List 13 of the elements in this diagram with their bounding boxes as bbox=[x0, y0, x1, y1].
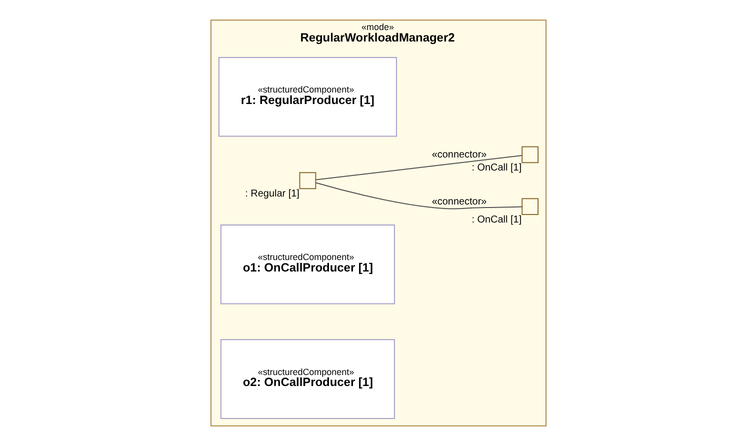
node-box: «structuredComponent» o2: OnCallProducer [1] bbox=[220, 339, 394, 419]
node-label: : Regular [1] bbox=[244, 188, 299, 200]
node-box bbox=[521, 198, 538, 216]
node-label: : OnCall [1] bbox=[471, 214, 522, 226]
edge-label: «connector» bbox=[431, 196, 486, 208]
connector bbox=[315, 155, 522, 180]
edge-label: «connector» bbox=[431, 150, 486, 161]
node-box: «structuredComponent» r1: RegularProducer [1] bbox=[218, 56, 396, 137]
node-box: «structuredComponent» o1: OnCallProducer [1] bbox=[220, 224, 394, 304]
node-label: : OnCall [1] bbox=[471, 162, 522, 174]
connector bbox=[314, 182, 522, 210]
node-box bbox=[521, 146, 538, 164]
node-box bbox=[298, 172, 316, 190]
